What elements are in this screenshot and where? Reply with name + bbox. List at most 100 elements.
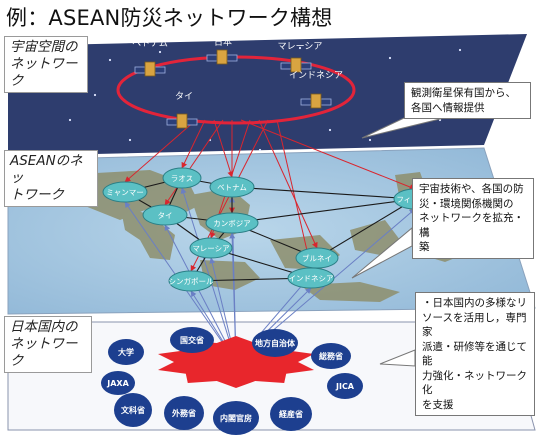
asean-node-9: シンガポール <box>168 270 214 292</box>
solar-panel-icon <box>206 54 218 62</box>
asean-node-shape <box>142 204 188 226</box>
star <box>158 50 162 54</box>
japan-node-shape <box>311 343 351 369</box>
asean-node-label: マレーシア <box>192 244 229 253</box>
callout-pointers <box>351 117 445 367</box>
japan-node-label: 文科省 <box>121 405 145 415</box>
asean-node-2: ラオス <box>162 167 202 189</box>
asean-node-label: タイ <box>158 211 173 220</box>
support-arrow <box>164 224 237 363</box>
solar-panel-icon <box>300 98 312 106</box>
asean-node-label: カンボジア <box>213 219 251 228</box>
japan-node-2: 国交省 <box>170 327 214 353</box>
satellite-label: マレーシア <box>278 42 323 52</box>
satellite-4: タイ <box>166 91 198 129</box>
asean-node-label: インドネシア <box>289 274 334 283</box>
japan-node-shape <box>101 371 135 395</box>
japan-node-3: 地方自治体 <box>252 329 298 357</box>
asean-node-5: カンボジア <box>205 212 259 234</box>
japan-node-label: 内閣官房 <box>220 413 252 423</box>
network-link <box>316 198 416 259</box>
asean-node-label: ベトナム <box>217 183 247 192</box>
japan-node-9: 内閣官房 <box>213 401 259 435</box>
solar-panel-icon <box>186 118 198 126</box>
star <box>128 138 132 142</box>
satellite-label: インドネシア <box>289 70 343 81</box>
network-link <box>231 198 416 224</box>
japan-node-shape <box>114 393 152 427</box>
space-callout: 観測衛星保有国から、 各国へ情報提供 <box>404 82 531 119</box>
solar-panel-icon <box>154 66 166 74</box>
data-flow-arrow <box>164 119 224 206</box>
japan-node-shape <box>270 397 312 431</box>
asean-node-shape <box>189 237 233 259</box>
asean-node-label: ミャンマー <box>106 188 144 197</box>
asean-node-label: ブルネイ <box>302 253 332 263</box>
satellite-3: マレーシア <box>278 42 323 73</box>
japan-node-shape <box>327 373 363 399</box>
star <box>93 93 97 97</box>
satellite-5: インドネシア <box>289 70 343 109</box>
asean-node-shape <box>205 212 259 234</box>
japan-node-shape <box>164 396 204 430</box>
satellite-label: 日本 <box>214 36 232 48</box>
japan-node-6: JICA <box>327 373 363 399</box>
satellite-1: ベトナム <box>132 38 168 77</box>
star <box>458 48 462 52</box>
satellite-label: ベトナム <box>132 38 168 49</box>
solar-panel-icon <box>320 98 332 106</box>
asean-node-3: ベトナム <box>209 176 255 198</box>
network-link <box>231 186 416 200</box>
japan-node-10: 経産省 <box>270 397 312 431</box>
asean-node-8: ブルネイ <box>295 247 339 269</box>
asean-node-group: ミャンマーラオスベトナムタイカンボジアフィリピンマレーシアブルネイシンガポールイ… <box>102 167 437 292</box>
star <box>388 56 392 60</box>
satellite-icon <box>216 49 228 65</box>
solar-panel-icon <box>226 54 238 62</box>
japan-node-4: 総務省 <box>311 343 351 369</box>
asean-node-label: ラオス <box>171 174 194 183</box>
japan-node-1: 大学 <box>108 339 144 365</box>
asean-node-label: シンガポール <box>169 276 214 286</box>
space-layer-label: 宇宙空間の ネットワーク <box>4 36 88 93</box>
asean-node-shape <box>209 176 255 198</box>
japan-node-shape <box>252 329 298 357</box>
star <box>258 148 262 152</box>
asean-node-1: ミャンマー <box>102 181 148 203</box>
star <box>328 128 332 132</box>
japan-node-label: 外務省 <box>172 408 196 418</box>
asean-node-shape <box>168 270 214 292</box>
japan-node-label: 地方自治体 <box>255 338 296 348</box>
data-flow-arrow <box>124 119 197 183</box>
japan-callout: ・日本国内の多様なリ ソースを活用し，専門家 派遣・研修等を通じて能 力強化・ネ… <box>415 292 535 416</box>
satellite-icon <box>310 93 322 109</box>
satellite-icon <box>144 61 156 77</box>
asean-node-10: インドネシア <box>287 267 335 289</box>
asean-node-shape <box>102 181 148 203</box>
japan-node-label: 総務省 <box>319 351 343 361</box>
japan-node-7: 文科省 <box>114 393 152 427</box>
satellite-icon <box>290 57 302 73</box>
japan-node-label: JICA <box>335 382 355 391</box>
japan-node-label: 経産省 <box>279 409 303 419</box>
asean-node-4: タイ <box>142 204 188 226</box>
japan-node-8: 外務省 <box>164 396 204 430</box>
star <box>68 118 72 122</box>
asean-layer-label: ASEANのネッ トワーク <box>4 150 98 207</box>
data-flow-arrow <box>240 119 416 190</box>
japan-node-label: JAXA <box>106 379 129 388</box>
solar-panel-icon <box>134 66 146 74</box>
japan-node-shape <box>213 401 259 435</box>
page-title: 例：ASEAN防災ネットワーク構想 <box>6 6 333 30</box>
star <box>298 46 302 50</box>
japan-node-label: 大学 <box>118 347 134 357</box>
japan-node-label: 国交省 <box>180 335 204 345</box>
asean-node-shape <box>162 167 202 189</box>
satellite-label: タイ <box>175 91 193 102</box>
satellite-2: 日本 <box>206 36 238 65</box>
data-flow-arrow <box>258 119 318 249</box>
star-field <box>38 46 482 152</box>
